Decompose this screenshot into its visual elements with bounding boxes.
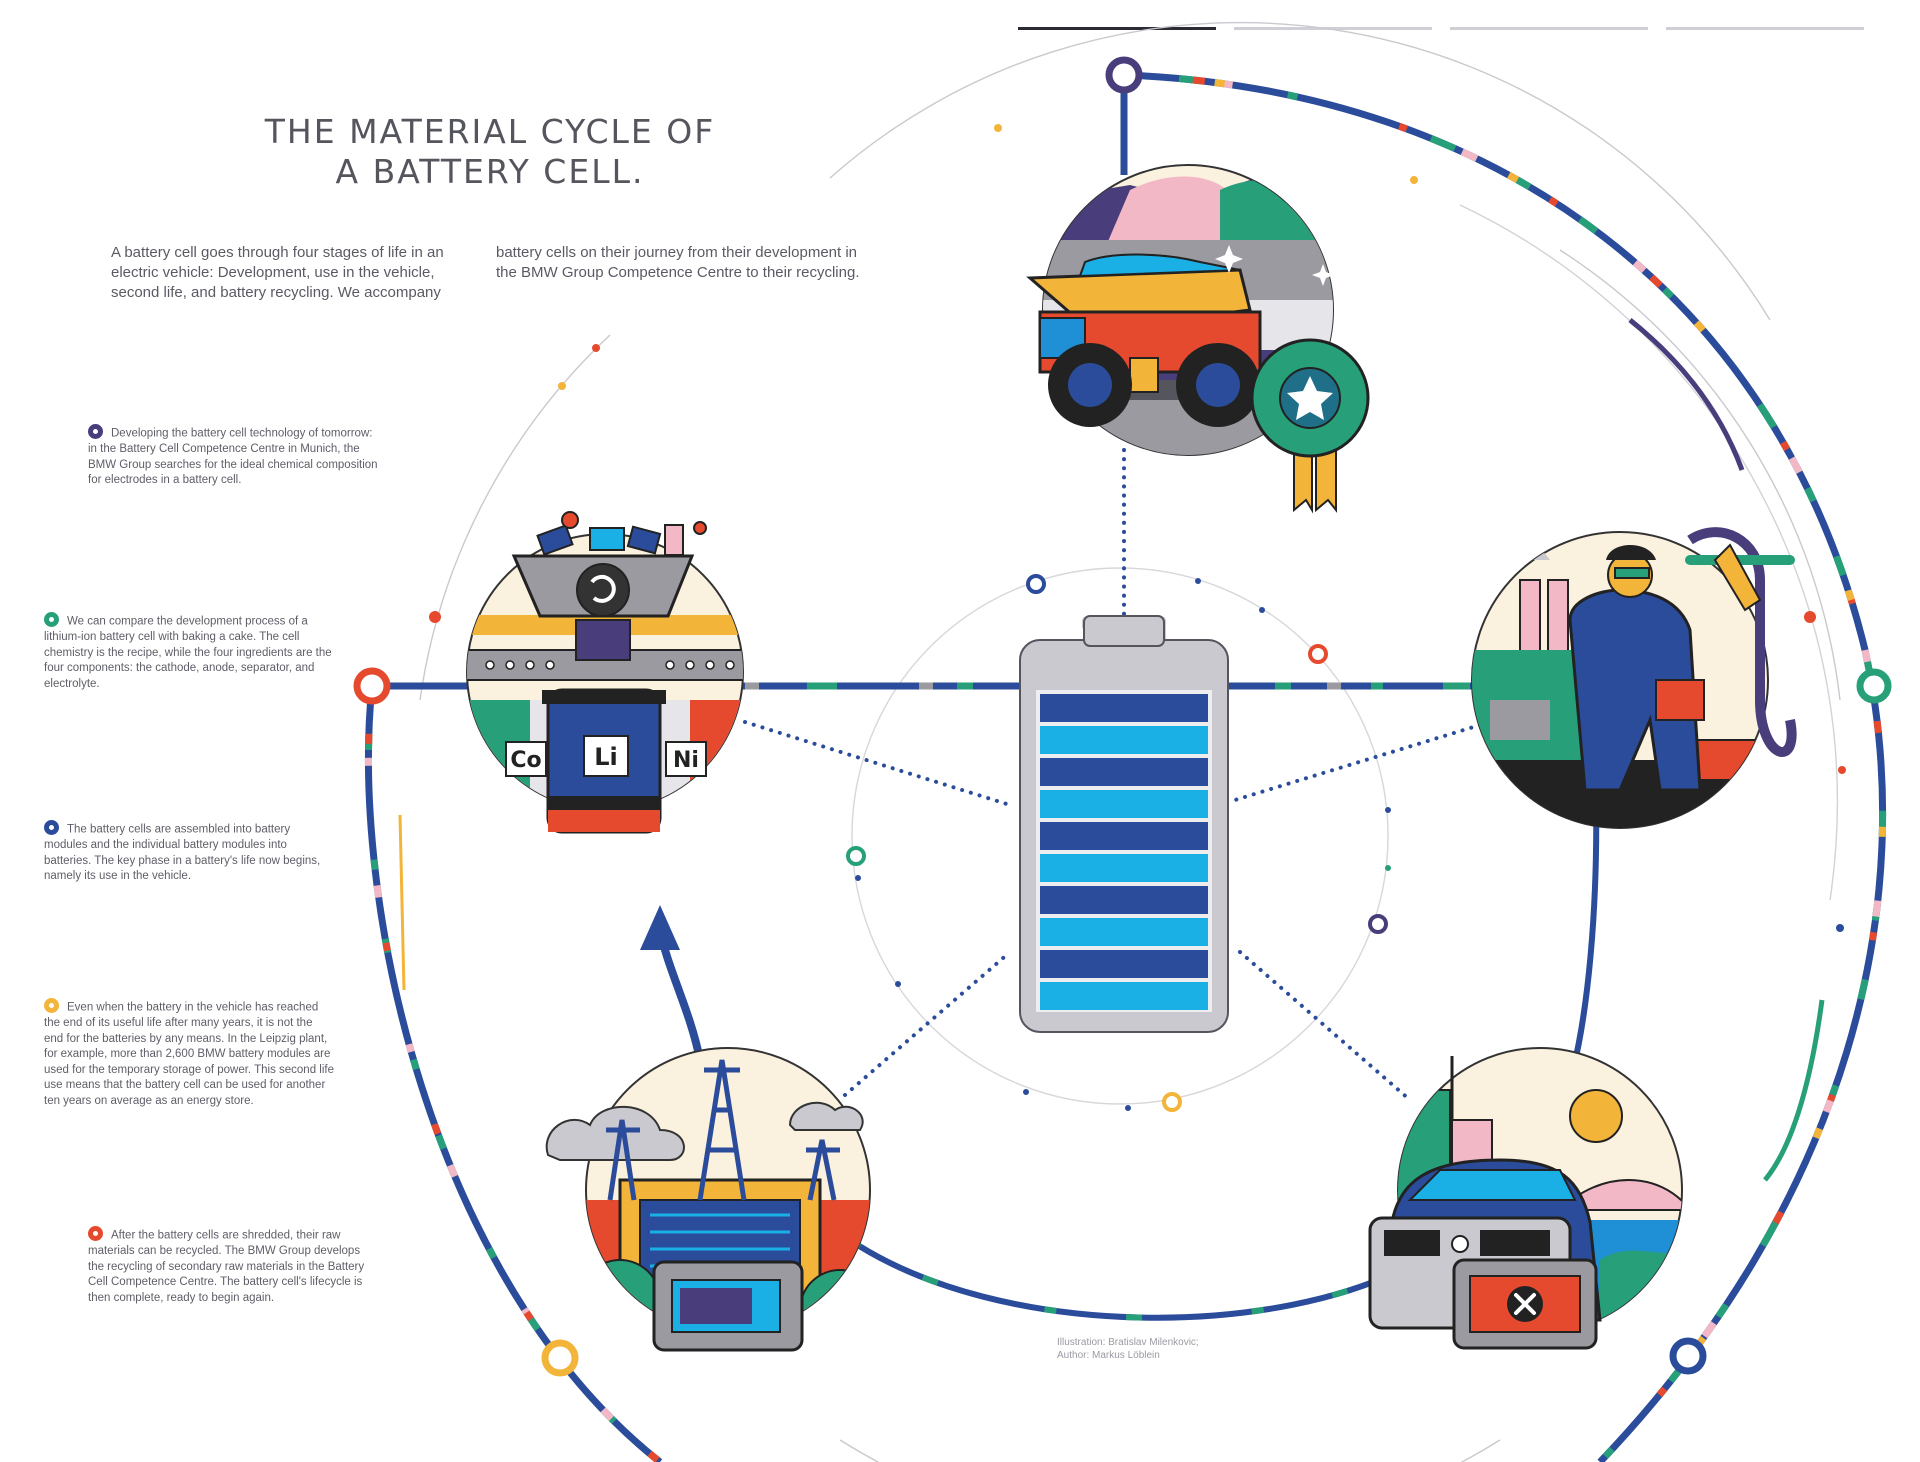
tab-1[interactable] (1018, 27, 1216, 30)
intro-text-left: A battery cell goes through four stages … (111, 244, 444, 301)
stage-marker-icon (44, 612, 59, 627)
battery-level-bar (1040, 918, 1208, 946)
tab-4[interactable] (1666, 27, 1864, 30)
tab-2[interactable] (1234, 27, 1432, 30)
stage-note-use: The battery cells are assembled into bat… (44, 820, 334, 885)
stage-note-development: Developing the battery cell technology o… (88, 424, 378, 489)
quality-seal-icon (1250, 338, 1370, 514)
battery-level-bar (1040, 758, 1208, 786)
stage-marker-icon (44, 820, 59, 835)
recycling-hopper-scene: Co Li Ni (466, 511, 744, 834)
credits: Illustration: Bratislav Milenkovic; Auth… (1057, 1336, 1257, 1362)
stage-note-second-life: Even when the battery in the vehicle has… (44, 998, 334, 1109)
stage-marker-icon (88, 424, 103, 439)
battery-level-bars (1040, 694, 1208, 1010)
guide-circles (419, 21, 1841, 1462)
stage-note-chemistry: We can compare the development process o… (44, 612, 334, 692)
element-li-tile: Li (583, 735, 629, 777)
page-tabs (1018, 27, 1864, 31)
mining-truck-scene (1026, 164, 1370, 514)
svg-text:Ni: Ni (673, 748, 699, 773)
ring-nodes (353, 56, 1892, 1377)
battery-level-bar (1040, 854, 1208, 882)
stage-note-text: After the battery cells are shredded, th… (88, 1229, 365, 1304)
close-icon (1507, 1286, 1543, 1322)
battery-level-bar (1040, 982, 1208, 1010)
stage-marker-icon (88, 1226, 103, 1241)
battery-level-bar (1040, 790, 1208, 818)
page-title-line-2: A BATTERY CELL. (335, 152, 645, 191)
stage-note-text: Even when the battery in the vehicle has… (44, 1001, 334, 1107)
battery-level-bar (1040, 950, 1208, 978)
credit-illustration: Illustration: Bratislav Milenkovic; (1057, 1337, 1199, 1348)
stage-marker-icon (44, 998, 59, 1013)
battery-icon (1019, 615, 1229, 1033)
page-title: THE MATERIAL CYCLE OF A BATTERY CELL. (250, 112, 730, 192)
dotted-connectors (743, 448, 1482, 1102)
stage-note-text: Developing the battery cell technology o… (88, 427, 378, 487)
intro-text-right: battery cells on their journey from thei… (496, 244, 860, 281)
battery-level-bar (1040, 726, 1208, 754)
electric-car-scene (1368, 1047, 1683, 1350)
element-co-tile: Co (505, 741, 547, 777)
stage-note-recycling: After the battery cells are shredded, th… (88, 1226, 378, 1306)
page-title-line-1: THE MATERIAL CYCLE OF (264, 112, 716, 151)
battery-level-bar (1040, 886, 1208, 914)
element-ni-tile: Ni (665, 741, 707, 777)
battery-level-bar (1040, 694, 1208, 722)
star-icon (1215, 245, 1334, 286)
credit-author: Author: Markus Löblein (1057, 1350, 1160, 1361)
arrow-up-icon (640, 905, 704, 1061)
stage-note-text: The battery cells are assembled into bat… (44, 823, 321, 883)
power-plant-scene (545, 1047, 871, 1352)
svg-text:Li: Li (594, 743, 618, 771)
scientist-lab-scene (1471, 527, 1797, 829)
battery-level-bar (1040, 822, 1208, 850)
tab-3[interactable] (1450, 27, 1648, 30)
svg-text:Co: Co (510, 748, 541, 773)
stage-note-text: We can compare the development process o… (44, 615, 332, 690)
